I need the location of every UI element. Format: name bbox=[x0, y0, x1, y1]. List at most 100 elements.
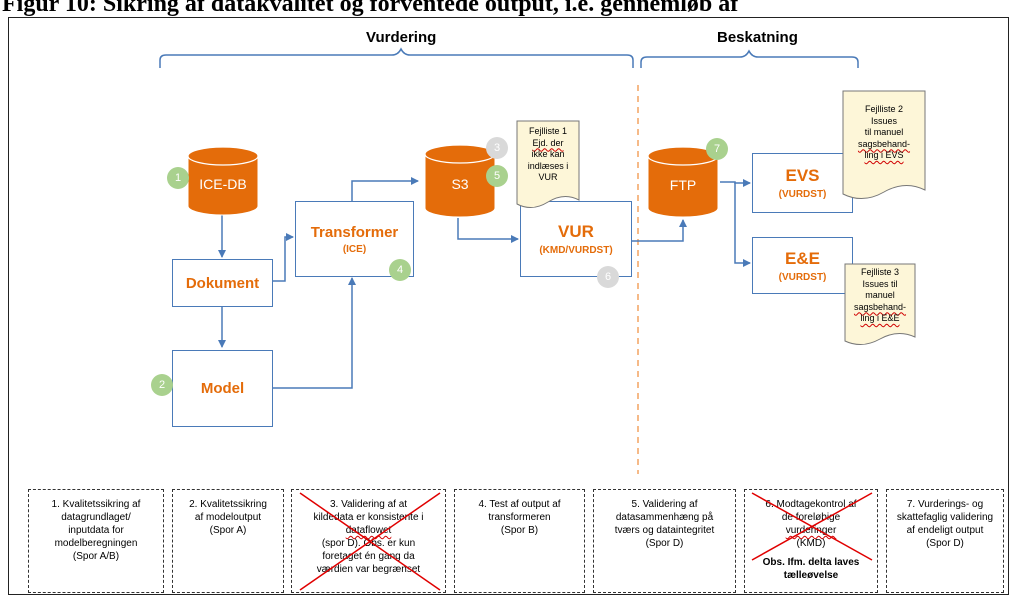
check2-line: (Spor A) bbox=[209, 525, 247, 536]
check1-line: (Spor A/B) bbox=[72, 551, 120, 562]
document-shape-icon bbox=[842, 90, 926, 199]
check6-line: de foreløbige bbox=[781, 512, 841, 523]
check-box-1: 1. Kvalitetssikring af datagrundlaget/ i… bbox=[28, 489, 164, 593]
ee-sub: (VURDST) bbox=[778, 271, 827, 283]
fejl2-line-1: Fejlliste 2 bbox=[864, 104, 903, 114]
marker-3: 3 bbox=[486, 137, 508, 159]
marker-5: 5 bbox=[486, 165, 508, 187]
fejl2-line-4: sagsbehand- bbox=[857, 138, 911, 149]
vur-sub: (KMD/VURDST) bbox=[539, 245, 613, 256]
fejl3-line-4: sagsbehand- bbox=[853, 301, 907, 312]
section-title-vurdering: Vurdering bbox=[366, 29, 437, 46]
check6-line: vurderinger bbox=[785, 525, 837, 536]
check3-line: kildedata er konsistente i bbox=[313, 512, 424, 523]
check3-line: (spor D). Obs. er kun bbox=[321, 538, 416, 549]
vur-box: VUR (KMD/VURDST) bbox=[520, 201, 632, 277]
fejlliste-2-note: Fejlliste 2 Issues til manuel sagsbehand… bbox=[842, 90, 926, 202]
check-3-cross-icon bbox=[299, 492, 441, 591]
beskatning-brace bbox=[640, 49, 859, 68]
document-shape-icon bbox=[516, 120, 580, 208]
check-box-6: 6. Modtagekontrol af de foreløbige vurde… bbox=[744, 489, 878, 593]
check7-line: af endeligt output bbox=[906, 525, 984, 536]
check-box-2: 2. Kvalitetssikring af modeloutput (Spor… bbox=[172, 489, 284, 593]
check5-line: datasammenhæng på bbox=[615, 512, 714, 523]
model-box: Model bbox=[172, 350, 273, 427]
check3-line: foretaget én gang da bbox=[322, 551, 415, 562]
transformer-title: Transformer bbox=[310, 223, 399, 241]
section-title-beskatning: Beskatning bbox=[717, 29, 798, 46]
fejl2-line-2: Issues bbox=[870, 115, 897, 126]
arrow-vur-ftp bbox=[632, 219, 687, 242]
fejl2-line-5: ling i EVS bbox=[864, 150, 904, 160]
database-icon bbox=[424, 144, 496, 218]
check4-line: transformeren bbox=[488, 512, 551, 523]
arrow-transformer-s3 bbox=[351, 177, 419, 201]
vur-title: VUR bbox=[558, 222, 594, 241]
check-box-5: 5. Validering af datasammenhæng på tværs… bbox=[593, 489, 736, 593]
model-label: Model bbox=[200, 380, 245, 397]
check-box-4: 4. Test af output af transformeren (Spor… bbox=[454, 489, 585, 593]
marker-6: 6 bbox=[597, 266, 619, 288]
check1-line: 1. Kvalitetssikring af bbox=[51, 499, 141, 510]
check2-line: af modeloutput bbox=[194, 512, 262, 523]
check1-line: inputdata for bbox=[68, 525, 124, 536]
evs-title: EVS bbox=[785, 166, 820, 185]
evs-box: EVS (VURDST) bbox=[752, 153, 853, 213]
database-icon bbox=[187, 146, 259, 216]
evs-sub: (VURDST) bbox=[778, 189, 827, 200]
marker-4: 4 bbox=[389, 259, 411, 281]
arrow-dokument-transformer bbox=[272, 233, 294, 282]
fejl3-line-2: Issues til bbox=[862, 278, 898, 289]
check4-line: (Spor B) bbox=[500, 525, 539, 536]
check3-line: 3. Validering af at bbox=[329, 499, 408, 510]
fejl2-line-3: til manuel bbox=[864, 127, 904, 137]
marker-2: 2 bbox=[151, 374, 173, 396]
fejlliste-3-note: Fejlliste 3 Issues til manuel sagsbehand… bbox=[844, 263, 916, 347]
s3-label: S3 bbox=[451, 176, 469, 192]
dokument-label: Dokument bbox=[185, 274, 260, 292]
check7-line: 7. Vurderings- og bbox=[906, 499, 984, 510]
ftp-cylinder: FTP bbox=[647, 146, 719, 220]
check-box-7: 7. Vurderings- og skattefaglig validerin… bbox=[886, 489, 1004, 593]
ice-db-cylinder: ICE-DB bbox=[187, 146, 259, 218]
check7-line: skattefaglig validering bbox=[896, 512, 994, 523]
fejl1-line-2: Ejd. der bbox=[532, 137, 564, 148]
ice-db-label: ICE-DB bbox=[199, 176, 247, 192]
arrow-s3-vur bbox=[457, 218, 519, 243]
fejlliste-1-note: Fejlliste 1 Ejd. der ikke kan indlæses i… bbox=[516, 120, 580, 210]
transformer-sub: (ICE) bbox=[342, 243, 367, 255]
database-icon bbox=[647, 146, 719, 218]
marker-1: 1 bbox=[167, 167, 189, 189]
check6-line: 6. Modtagekontrol af bbox=[765, 499, 857, 510]
check5-line: (Spor D) bbox=[645, 538, 684, 549]
arrow-ftp-ee bbox=[734, 183, 751, 267]
ee-box: E&E (VURDST) bbox=[752, 237, 853, 294]
fejl1-line-1: Fejlliste 1 bbox=[528, 126, 567, 136]
check1-line: datagrundlaget/ bbox=[61, 512, 131, 523]
check2-line: 2. Kvalitetssikring bbox=[189, 499, 267, 510]
document-shape-icon bbox=[844, 263, 916, 345]
check4-line: 4. Test af output af bbox=[478, 499, 561, 510]
check1-line: modelberegningen bbox=[54, 538, 138, 549]
figure-caption: Figur 10: Sikring af datakvalitet og for… bbox=[2, 0, 739, 17]
diagram-frame bbox=[8, 17, 1009, 595]
ftp-label: FTP bbox=[669, 177, 697, 193]
check-box-3: 3. Validering af at kildedata er konsist… bbox=[291, 489, 446, 593]
fejl1-line-3: ikke kan bbox=[531, 149, 565, 159]
check7-line: (Spor D) bbox=[926, 538, 964, 549]
ee-title: E&E bbox=[785, 248, 820, 268]
fejl3-line-5: ling i E&E bbox=[860, 313, 900, 323]
check3-line: værdien var begrænset bbox=[316, 564, 421, 575]
check-6-cross-icon bbox=[751, 492, 873, 561]
vurdering-brace bbox=[159, 47, 634, 68]
dokument-box: Dokument bbox=[172, 259, 273, 307]
check3-line: dataflowet bbox=[345, 525, 392, 536]
check6-note: Obs. Ifm. delta laves tælleøvelse bbox=[762, 557, 860, 581]
check5-line: 5. Validering af bbox=[631, 499, 698, 510]
fejl1-line-5: VUR bbox=[538, 172, 558, 182]
s3-cylinder: S3 bbox=[424, 144, 496, 220]
check5-line: tværs og dataintegritet bbox=[614, 525, 715, 536]
fejl1-line-4: indlæses i bbox=[527, 160, 569, 171]
